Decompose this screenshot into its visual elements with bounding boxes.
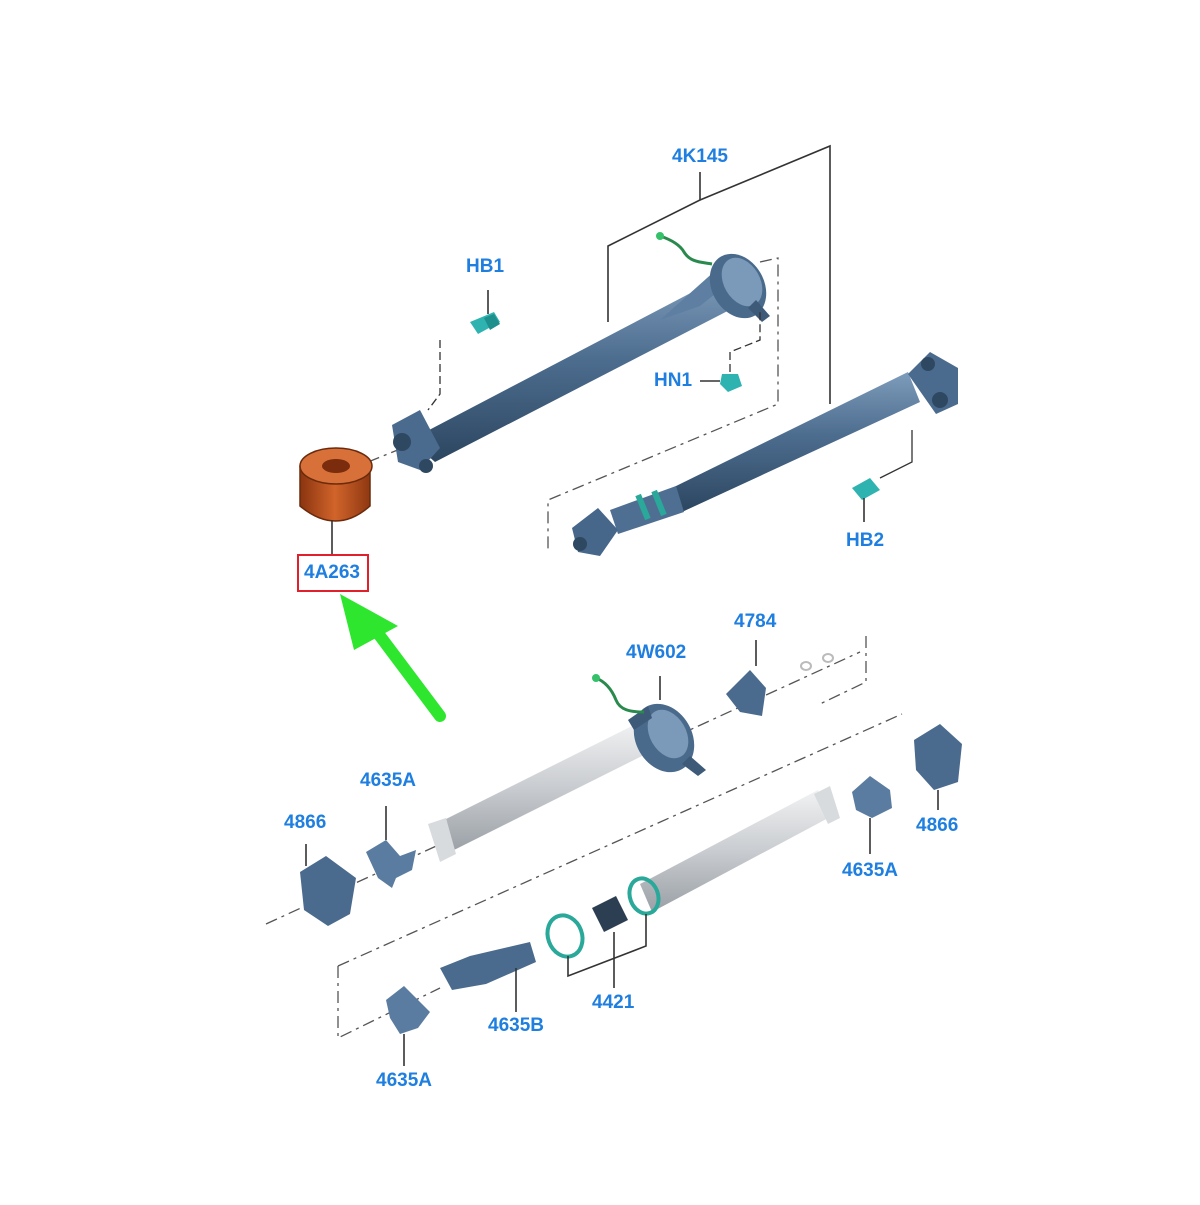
label-hb2[interactable]: HB2 xyxy=(846,530,885,551)
part-4421-group xyxy=(545,876,661,988)
hn1-nut-assembly xyxy=(700,310,761,392)
rear-shaft-light xyxy=(640,786,840,912)
part-4784 xyxy=(726,640,834,716)
label-4635b[interactable]: 4635B xyxy=(488,1015,544,1036)
hb1-bolt-assembly xyxy=(427,290,500,411)
cross-4635a-right xyxy=(852,776,892,854)
label-4784[interactable]: 4784 xyxy=(734,611,777,632)
highlight-box-4a263 xyxy=(297,554,369,592)
label-4866-left[interactable]: 4866 xyxy=(284,812,327,833)
label-4w602[interactable]: 4W602 xyxy=(626,642,687,663)
label-4421[interactable]: 4421 xyxy=(592,992,635,1013)
label-hn1[interactable]: HN1 xyxy=(654,370,693,391)
yoke-4866-left xyxy=(300,844,356,926)
cross-4635a-bottom xyxy=(386,986,430,1066)
assembly-boundary-lower xyxy=(265,636,903,1040)
leader-4k145 xyxy=(607,144,831,404)
front-shaft-4k145 xyxy=(392,232,770,473)
label-4a263[interactable]: 4A263 xyxy=(304,562,360,583)
slip-yoke-4635b xyxy=(440,942,536,1012)
label-4866-right[interactable]: 4866 xyxy=(916,815,959,836)
front-shaft-light xyxy=(428,674,706,862)
hb2-bolt-assembly xyxy=(852,430,913,522)
yoke-4866-right xyxy=(914,724,962,810)
label-4635a-right[interactable]: 4635A xyxy=(842,860,898,881)
label-4k145[interactable]: 4K145 xyxy=(672,146,728,167)
part-4a263 xyxy=(299,447,373,556)
label-4635a-left[interactable]: 4635A xyxy=(360,770,416,791)
pointer-arrow xyxy=(340,594,446,722)
rear-shaft-4k145 xyxy=(572,352,958,556)
label-4635a-bottom[interactable]: 4635A xyxy=(376,1070,432,1091)
label-hb1[interactable]: HB1 xyxy=(466,256,505,277)
cross-4635a-left xyxy=(366,806,416,888)
